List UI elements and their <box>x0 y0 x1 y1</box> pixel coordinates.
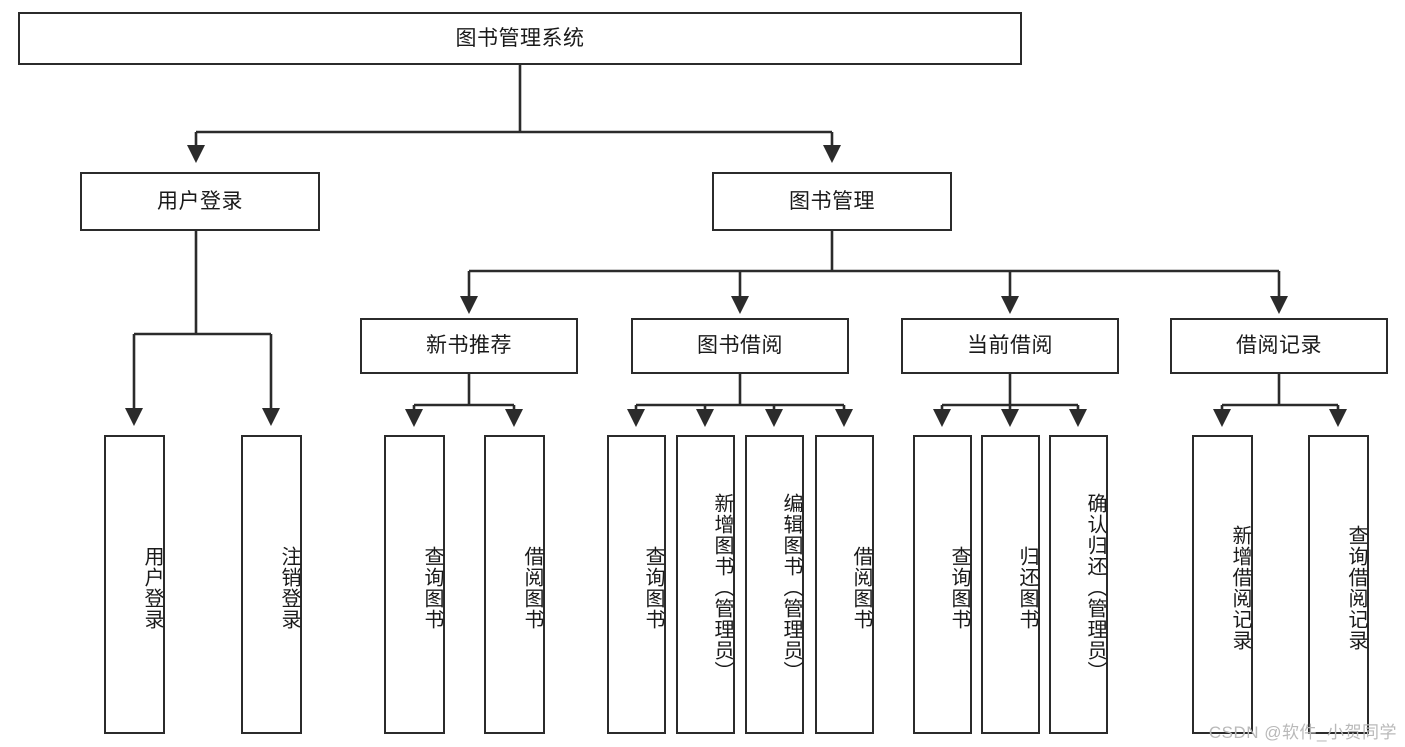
leaf-label: 新增图书（管理员） <box>711 493 733 682</box>
node-current-borrow[interactable]: 当前借阅 <box>901 318 1119 374</box>
node-book-management[interactable]: 图书管理 <box>712 172 952 231</box>
leaf-label: 新增借阅记录 <box>1229 524 1251 651</box>
leaf-label: 查询图书 <box>421 545 443 630</box>
leaf-borrow-query-book[interactable]: 查询图书 <box>607 435 666 734</box>
leaf-label: 查询图书 <box>948 545 970 630</box>
leaf-user-login-logout[interactable]: 注销登录 <box>241 435 302 734</box>
leaf-current-confirm-return-admin[interactable]: 确认归还（管理员） <box>1049 435 1108 734</box>
node-root-library-management-system[interactable]: 图书管理系统 <box>18 12 1022 65</box>
node-current-borrow-label: 当前借阅 <box>967 334 1053 358</box>
leaf-label: 用户登录 <box>141 545 163 630</box>
csdn-watermark: CSDN @软件_小贺同学 <box>1208 723 1397 742</box>
leaf-label: 查询图书 <box>642 545 664 630</box>
leaf-label: 注销登录 <box>278 545 300 630</box>
leaf-label: 归还图书 <box>1016 545 1038 630</box>
leaf-current-query-book[interactable]: 查询图书 <box>913 435 972 734</box>
node-borrow-record[interactable]: 借阅记录 <box>1170 318 1388 374</box>
node-root-label: 图书管理系统 <box>455 26 585 50</box>
leaf-label: 查询借阅记录 <box>1345 524 1367 651</box>
leaf-label: 借阅图书 <box>850 545 872 630</box>
node-user-login[interactable]: 用户登录 <box>80 172 320 231</box>
node-book-management-label: 图书管理 <box>789 189 875 213</box>
leaf-label: 编辑图书（管理员） <box>780 493 802 682</box>
leaf-user-login-login[interactable]: 用户登录 <box>104 435 165 734</box>
node-new-book-recommend[interactable]: 新书推荐 <box>360 318 578 374</box>
leaf-label: 借阅图书 <box>521 545 543 630</box>
leaf-borrow-add-book-admin[interactable]: 新增图书（管理员） <box>676 435 735 734</box>
leaf-current-return-book[interactable]: 归还图书 <box>981 435 1040 734</box>
node-book-borrow-label: 图书借阅 <box>697 334 783 358</box>
leaf-record-query-record[interactable]: 查询借阅记录 <box>1308 435 1369 734</box>
leaf-new-book-borrow-book[interactable]: 借阅图书 <box>484 435 545 734</box>
leaf-label: 确认归还（管理员） <box>1084 493 1106 682</box>
leaf-borrow-edit-book-admin[interactable]: 编辑图书（管理员） <box>745 435 804 734</box>
node-new-book-recommend-label: 新书推荐 <box>426 334 512 358</box>
leaf-record-add-record[interactable]: 新增借阅记录 <box>1192 435 1253 734</box>
node-borrow-record-label: 借阅记录 <box>1236 334 1322 358</box>
node-book-borrow[interactable]: 图书借阅 <box>631 318 849 374</box>
leaf-new-book-query-book[interactable]: 查询图书 <box>384 435 445 734</box>
leaf-borrow-borrow-book[interactable]: 借阅图书 <box>815 435 874 734</box>
node-user-login-label: 用户登录 <box>157 189 243 213</box>
